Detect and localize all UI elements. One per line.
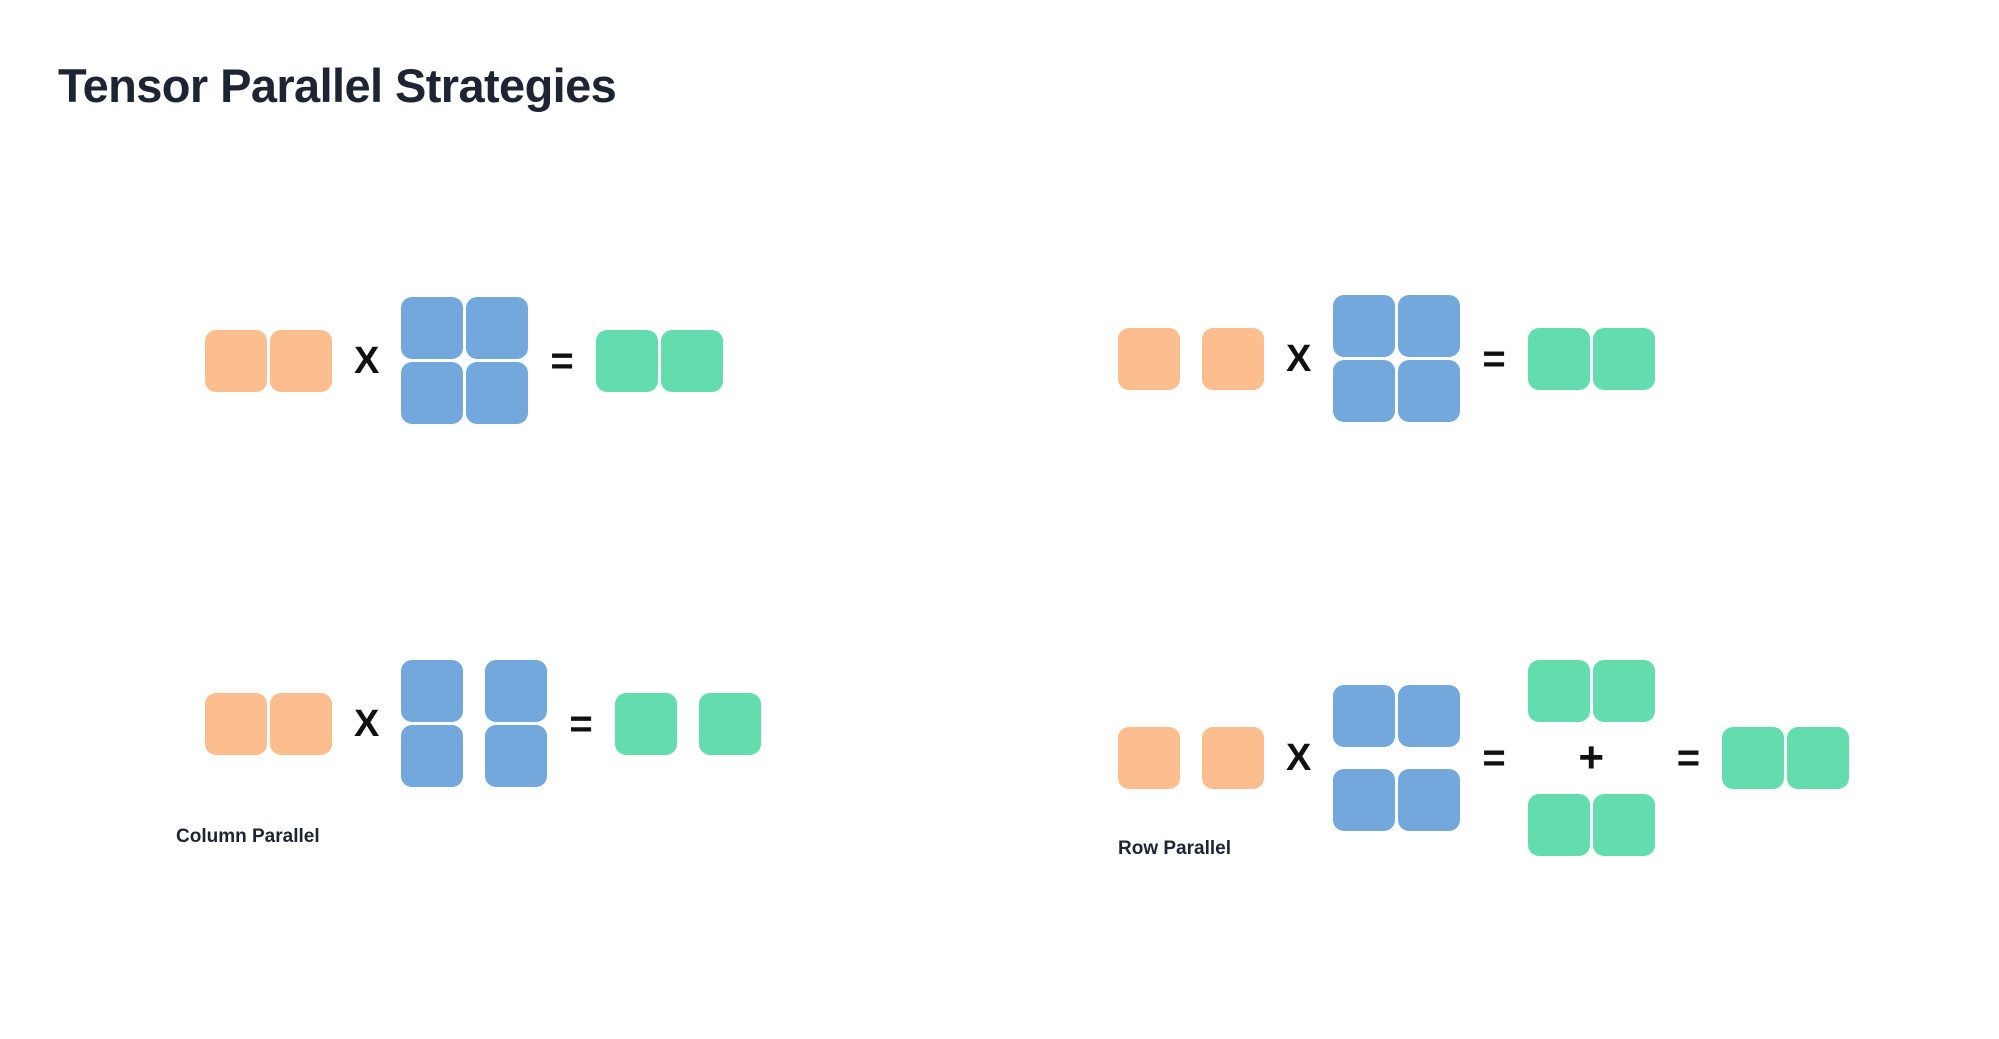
weight-shard-row bbox=[1333, 685, 1461, 747]
matrix-cell bbox=[401, 725, 464, 787]
matrix-cell bbox=[466, 297, 529, 359]
partial-output-matrix bbox=[1527, 660, 1655, 722]
output-matrix bbox=[1527, 327, 1655, 390]
multiply-operator: X bbox=[354, 339, 380, 382]
diagram-row-parallel: X = + = bbox=[1118, 660, 1850, 856]
matrix-cell bbox=[270, 692, 332, 755]
output-matrix bbox=[595, 329, 723, 392]
matrix-row bbox=[1333, 360, 1461, 422]
input-activation-matrix bbox=[205, 692, 332, 755]
matrix-row bbox=[1722, 727, 1850, 789]
multiply-operator: X bbox=[1286, 737, 1312, 779]
matrix-cell bbox=[1527, 660, 1590, 722]
equals-operator: = bbox=[1676, 736, 1701, 780]
equals-operator: = bbox=[550, 338, 574, 383]
multiply-operator: X bbox=[1286, 337, 1312, 380]
partial-sum-group: + bbox=[1527, 660, 1655, 856]
matrix-cell bbox=[595, 329, 658, 392]
equals-operator: = bbox=[1482, 336, 1506, 381]
weight-shard-column bbox=[401, 660, 464, 787]
plus-operator: + bbox=[1578, 733, 1605, 782]
diagram-row-parallel-unsharded: X = bbox=[1118, 295, 1655, 422]
matrix-cell bbox=[205, 329, 267, 392]
matrix-cell bbox=[485, 725, 548, 787]
matrix-cell bbox=[1398, 360, 1461, 422]
output-matrix-reduced bbox=[1722, 727, 1850, 789]
page-title: Tensor Parallel Strategies bbox=[58, 59, 617, 112]
matrix-row bbox=[401, 362, 529, 424]
matrix-cell bbox=[1592, 794, 1655, 856]
matrix-cell bbox=[1592, 660, 1655, 722]
matrix-row bbox=[401, 297, 529, 359]
equals-operator: = bbox=[569, 701, 593, 746]
input-shard bbox=[1202, 727, 1264, 789]
weight-matrix-row-sharded bbox=[1333, 685, 1461, 831]
matrix-cell bbox=[401, 660, 464, 722]
matrix-cell bbox=[205, 692, 267, 755]
matrix-row bbox=[205, 692, 332, 755]
matrix-row bbox=[205, 329, 332, 392]
input-activation-matrix-sharded bbox=[1118, 727, 1264, 789]
diagram-column-parallel-unsharded: X = bbox=[205, 297, 723, 424]
matrix-cell bbox=[401, 297, 464, 359]
matrix-cell bbox=[1333, 295, 1396, 357]
matrix-cell bbox=[270, 329, 332, 392]
weight-shard-column bbox=[485, 660, 548, 787]
matrix-cell bbox=[401, 362, 464, 424]
weight-matrix-column-sharded bbox=[401, 660, 548, 787]
input-shard bbox=[1202, 327, 1264, 390]
matrix-cell bbox=[1722, 727, 1785, 789]
diagram-column-parallel: X = bbox=[205, 660, 761, 787]
caption-column-parallel: Column Parallel bbox=[176, 826, 320, 847]
output-shard bbox=[614, 692, 677, 755]
input-activation-matrix bbox=[205, 329, 332, 392]
matrix-row bbox=[595, 329, 723, 392]
matrix-cell bbox=[1333, 769, 1396, 831]
matrix-cell bbox=[1592, 327, 1655, 390]
weight-matrix bbox=[401, 297, 529, 424]
matrix-cell bbox=[466, 362, 529, 424]
matrix-row bbox=[1527, 327, 1655, 390]
weight-matrix bbox=[1333, 295, 1461, 422]
input-activation-matrix-sharded bbox=[1118, 327, 1264, 390]
matrix-cell bbox=[660, 329, 723, 392]
matrix-cell bbox=[1398, 685, 1461, 747]
multiply-operator: X bbox=[354, 702, 380, 745]
output-shard bbox=[698, 692, 761, 755]
partial-output-matrix bbox=[1527, 794, 1655, 856]
matrix-cell bbox=[1333, 685, 1396, 747]
matrix-cell bbox=[1527, 794, 1590, 856]
matrix-cell bbox=[1527, 327, 1590, 390]
input-shard bbox=[1118, 727, 1180, 789]
caption-row-parallel: Row Parallel bbox=[1118, 838, 1231, 859]
matrix-row bbox=[1333, 295, 1461, 357]
matrix-cell bbox=[485, 660, 548, 722]
matrix-cell bbox=[1398, 769, 1461, 831]
equals-operator: = bbox=[1482, 736, 1506, 780]
matrix-cell bbox=[1787, 727, 1850, 789]
input-shard bbox=[1118, 327, 1180, 390]
output-matrix-column-sharded bbox=[614, 692, 761, 755]
weight-shard-row bbox=[1333, 769, 1461, 831]
matrix-cell bbox=[1333, 360, 1396, 422]
matrix-cell bbox=[1398, 295, 1461, 357]
